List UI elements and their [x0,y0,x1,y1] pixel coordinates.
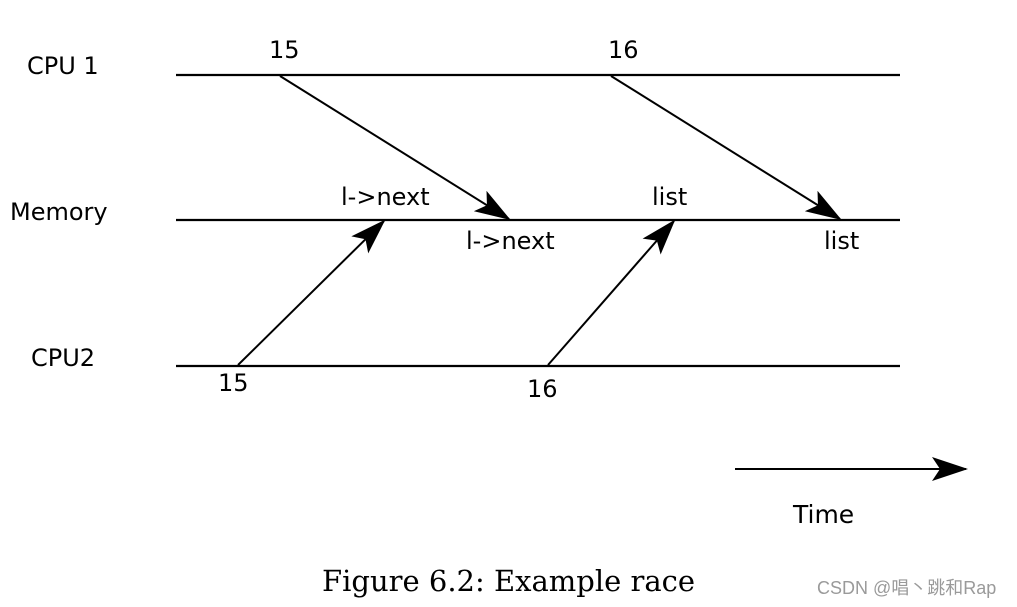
cpu1-lane-label: CPU 1 [27,52,99,80]
memory-write-lnext-label: l->next [341,183,430,211]
figure-caption: Figure 6.2: Example race [322,564,695,598]
memory-write-list-label: list [652,183,687,211]
memory-read-list-label: list [824,227,859,255]
cpu2-event-16-label: 16 [527,375,558,403]
cpu2-write-arrow-16 [547,219,676,366]
cpu1-event-16-label: 16 [608,36,639,64]
memory-read-lnext-label: l->next [466,227,555,255]
cpu1-event-15-label: 15 [269,36,300,64]
memory-lane-label: Memory [10,198,108,226]
cpu2-write-arrow-15 [237,219,386,366]
time-label: Time [792,500,854,529]
cpu1-read-arrow-15 [279,75,511,221]
cpu2-event-15-label: 15 [218,369,249,397]
csdn-watermark: CSDN @唱丶跳和Rap [817,578,996,598]
cpu1-read-arrow-16 [610,75,842,221]
cpu2-lane-label: CPU2 [31,344,95,372]
